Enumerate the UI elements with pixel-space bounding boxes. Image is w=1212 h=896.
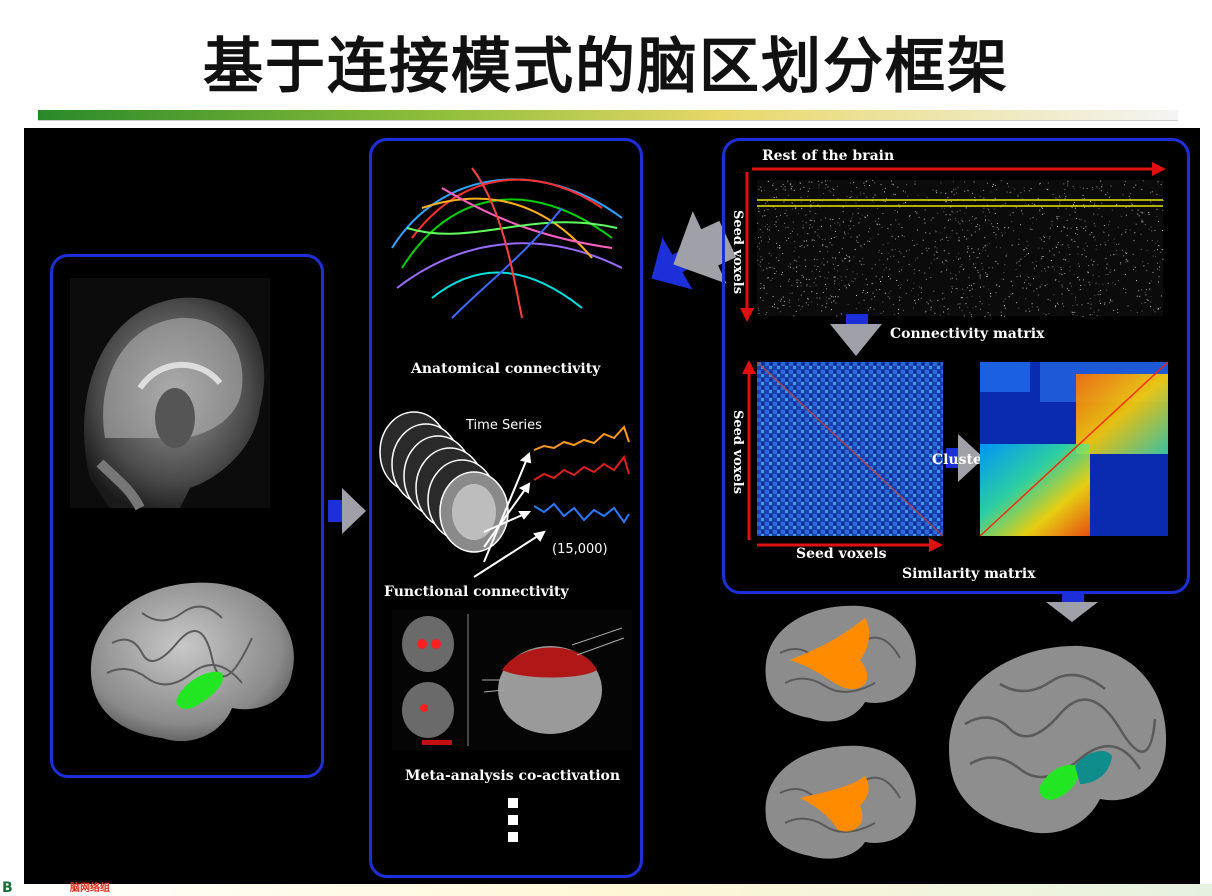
time-series-label: Time Series: [466, 418, 542, 433]
result-brain-small-top: [765, 605, 916, 722]
mri-sagittal-image: [70, 278, 270, 511]
meta-analysis-caption: Meta-analysis co-activation: [405, 768, 621, 784]
flow-arrow-2: [651, 211, 737, 290]
flow-arrow-1: [328, 488, 366, 534]
seed-voxels-left-label: Seed voxels: [730, 410, 745, 495]
connectivity-caption: Connectivity matrix: [890, 326, 1045, 342]
seed-voxels-bottom-label: Seed voxels: [796, 546, 887, 562]
seed-voxels-bottom-arrow: [757, 538, 943, 552]
connectivity-matrix: [757, 180, 1164, 317]
meta-analysis-image: [392, 610, 632, 750]
more-modalities-ellipsis: [508, 798, 518, 842]
similarity-caption: Similarity matrix: [902, 566, 1036, 582]
connectivity-modalities-panel: [369, 138, 643, 878]
similarity-matrix-clustered: [979, 361, 1169, 537]
input-panel: [50, 254, 324, 778]
seed-voxels-down-arrow: [740, 172, 754, 322]
slide-footer: [0, 884, 1212, 896]
title-divider: [38, 110, 1178, 121]
diagram-canvas: Anatomical connectivity Time Series (15,…: [24, 128, 1200, 884]
brain-roi-image: [90, 582, 294, 742]
seed-voxels-left-arrow: [742, 360, 756, 540]
rest-of-brain-arrow: [752, 162, 1166, 176]
processing-panel: [722, 138, 1190, 594]
rest-of-brain-label: Rest of the brain: [762, 148, 895, 164]
time-series-count: (15,000): [552, 542, 608, 557]
connectivity-down-arrow: [830, 314, 882, 356]
anatomical-caption: Anatomical connectivity: [411, 361, 601, 377]
seed-voxels-top-label: Seed voxels: [730, 210, 745, 295]
series-orange: [533, 425, 630, 451]
time-series-plots: [473, 425, 630, 578]
slide-title: 基于连接模式的脑区划分框架: [203, 32, 1009, 102]
footer-mark: B: [2, 880, 13, 896]
series-red: [533, 454, 630, 481]
footer-logo: 脑网络组: [70, 883, 110, 894]
similarity-down-arrow: [1046, 594, 1098, 622]
tractography-image: [391, 167, 623, 319]
clustering-arrow: [946, 434, 984, 482]
series-blue: [533, 502, 630, 524]
similarity-matrix-raw: [756, 361, 944, 537]
result-brain-small-bottom: [765, 745, 916, 859]
result-brain-large: [949, 645, 1167, 834]
functional-caption: Functional connectivity: [384, 584, 569, 600]
